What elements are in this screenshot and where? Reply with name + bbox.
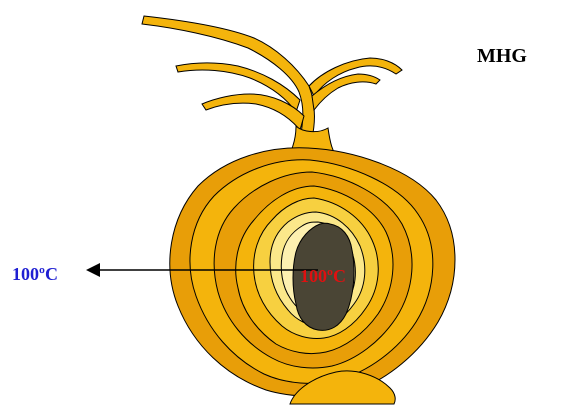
core-temperature-label: 100ºC xyxy=(300,267,346,285)
heat-arrow-head xyxy=(86,263,100,277)
diagram-title: MHG xyxy=(477,46,527,66)
outer-temperature-label: 100ºC xyxy=(12,265,58,283)
onion-stalk xyxy=(142,16,402,164)
sprout-leaf-1 xyxy=(142,16,314,138)
